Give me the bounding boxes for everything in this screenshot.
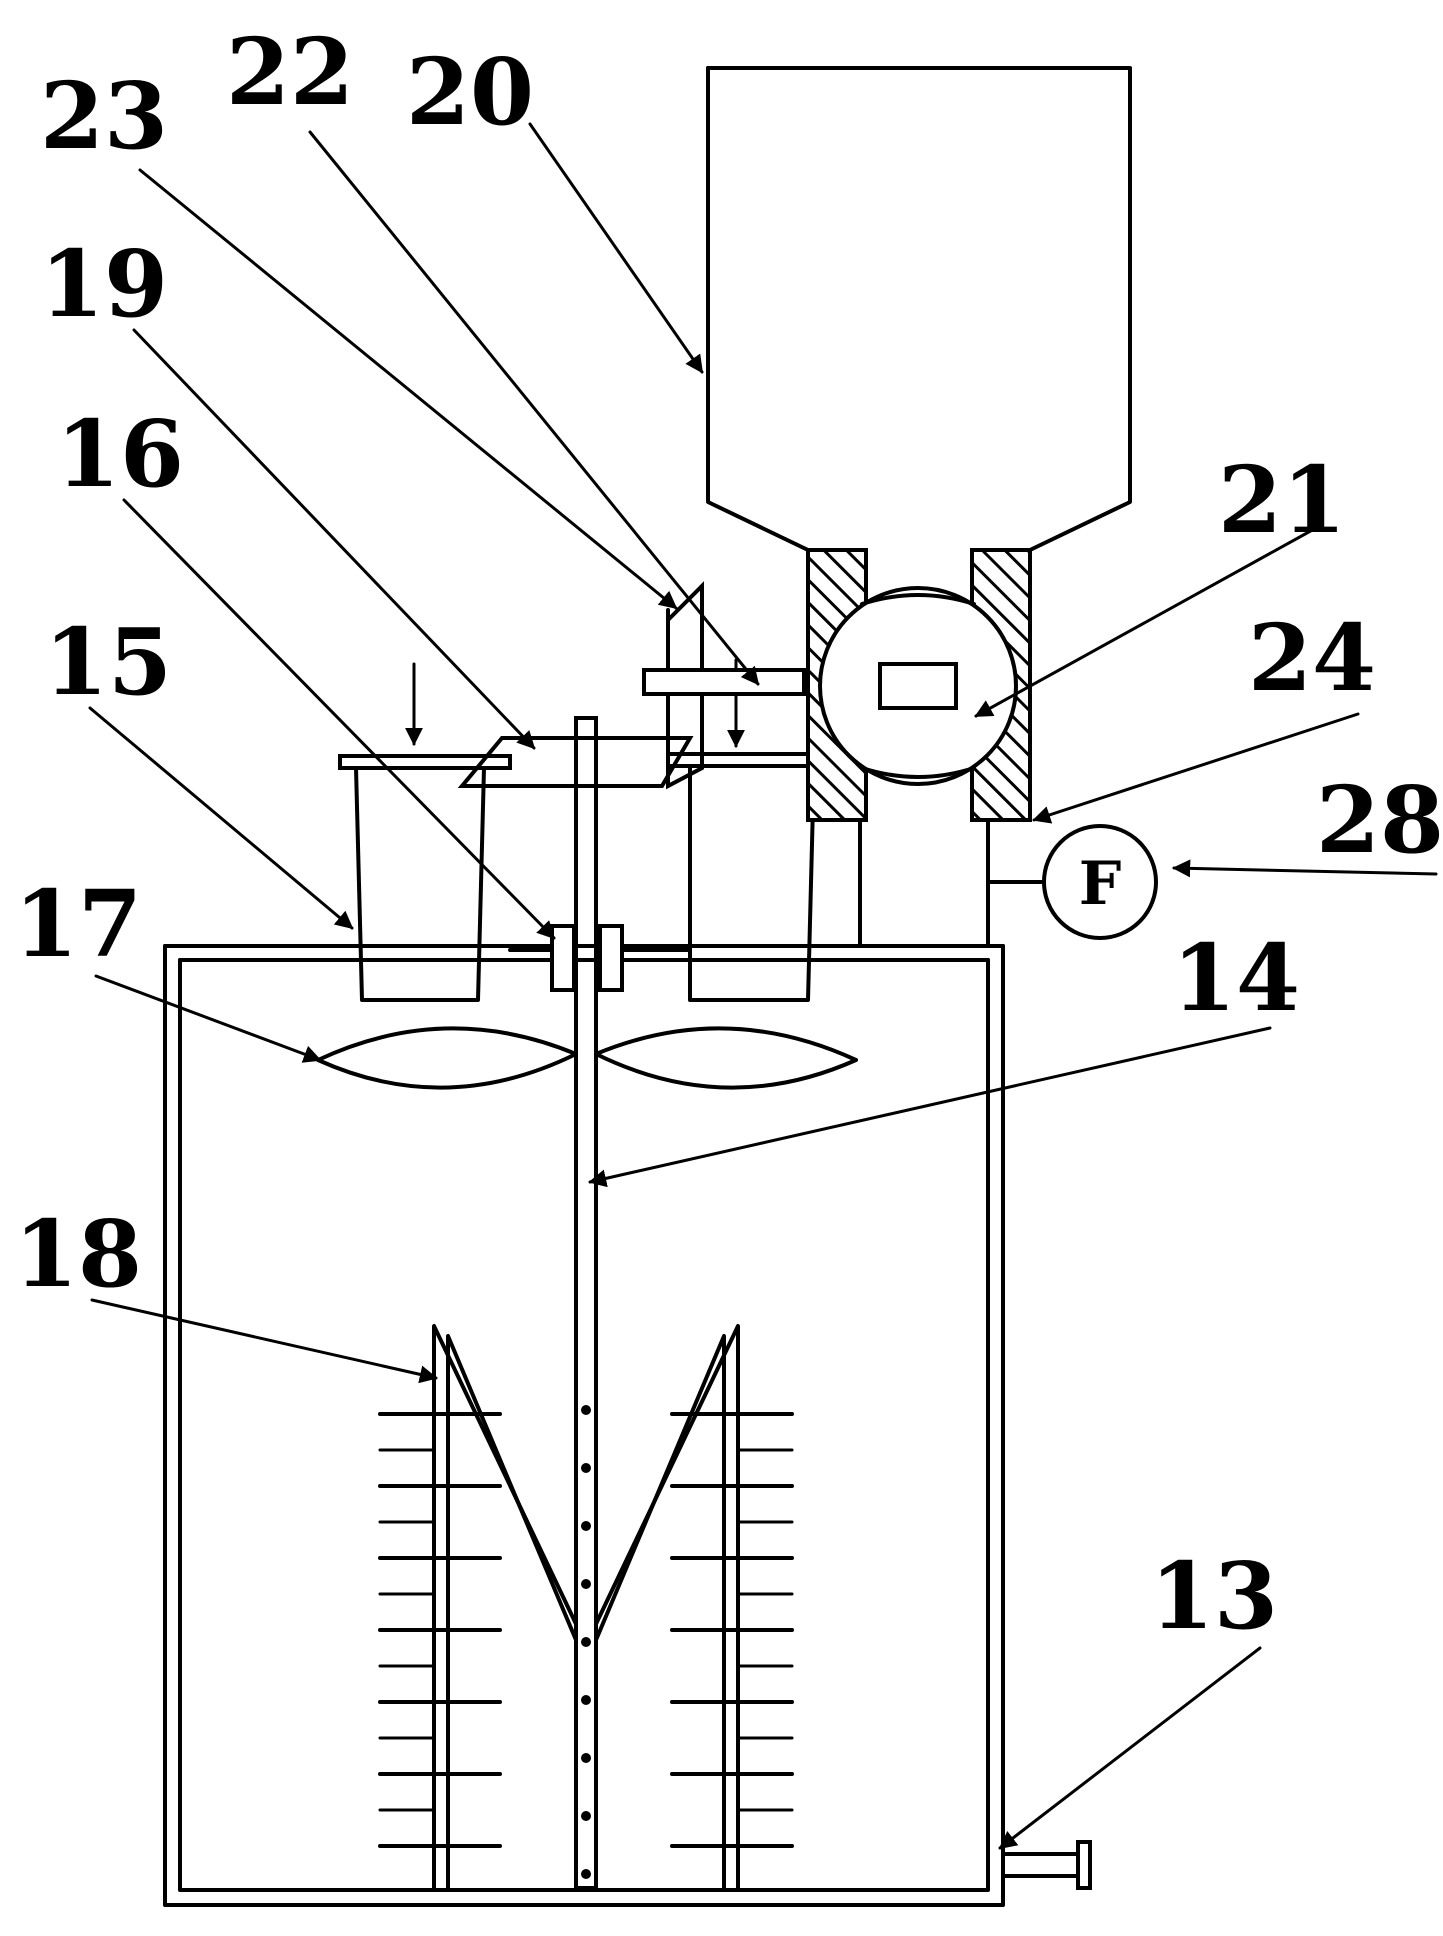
- label-18: 18: [14, 1200, 142, 1308]
- shaft-hole: [581, 1637, 591, 1647]
- flowmeter: F: [986, 824, 1158, 940]
- top-hopper: [706, 66, 1132, 552]
- shaft-hole: [581, 1405, 591, 1415]
- label-22: 22: [226, 18, 354, 126]
- label-20: 20: [406, 38, 534, 146]
- part-labels: 23 22 20 19 16 15 17 18 21 24 28 14 13: [14, 18, 1443, 1650]
- left-feed-hopper: [338, 662, 512, 1002]
- bearing-block: [508, 924, 692, 992]
- label-16: 16: [56, 400, 184, 508]
- shaft-hole: [581, 1579, 591, 1589]
- leader-lines: [88, 122, 1438, 1850]
- drain-outlet: [1001, 1840, 1092, 1890]
- label-14: 14: [1172, 924, 1300, 1032]
- label-17: 17: [14, 870, 142, 978]
- vertical-bevel-gear: [666, 581, 704, 790]
- rotary-valve: [818, 586, 1018, 786]
- label-28: 28: [1316, 766, 1443, 874]
- tank-body: [163, 944, 1005, 1907]
- label-23: 23: [40, 62, 168, 170]
- upper-stirring-blades: [316, 1026, 858, 1090]
- label-19: 19: [40, 230, 168, 338]
- shaft-hole: [581, 1463, 591, 1473]
- main-shaft: [574, 716, 598, 1890]
- shaft-hole: [581, 1753, 591, 1763]
- label-24: 24: [1248, 604, 1376, 712]
- shaft-hole: [581, 1695, 591, 1705]
- flowmeter-symbol: F: [1079, 849, 1122, 919]
- shaft-hole: [581, 1521, 591, 1531]
- label-15: 15: [44, 608, 172, 716]
- label-21: 21: [1218, 446, 1346, 554]
- shaft-hole: [581, 1869, 591, 1879]
- shaft-hole: [581, 1811, 591, 1821]
- label-13: 13: [1150, 1542, 1278, 1650]
- valve-drive-shaft: [642, 668, 806, 696]
- right-feed-hopper: [666, 658, 842, 1002]
